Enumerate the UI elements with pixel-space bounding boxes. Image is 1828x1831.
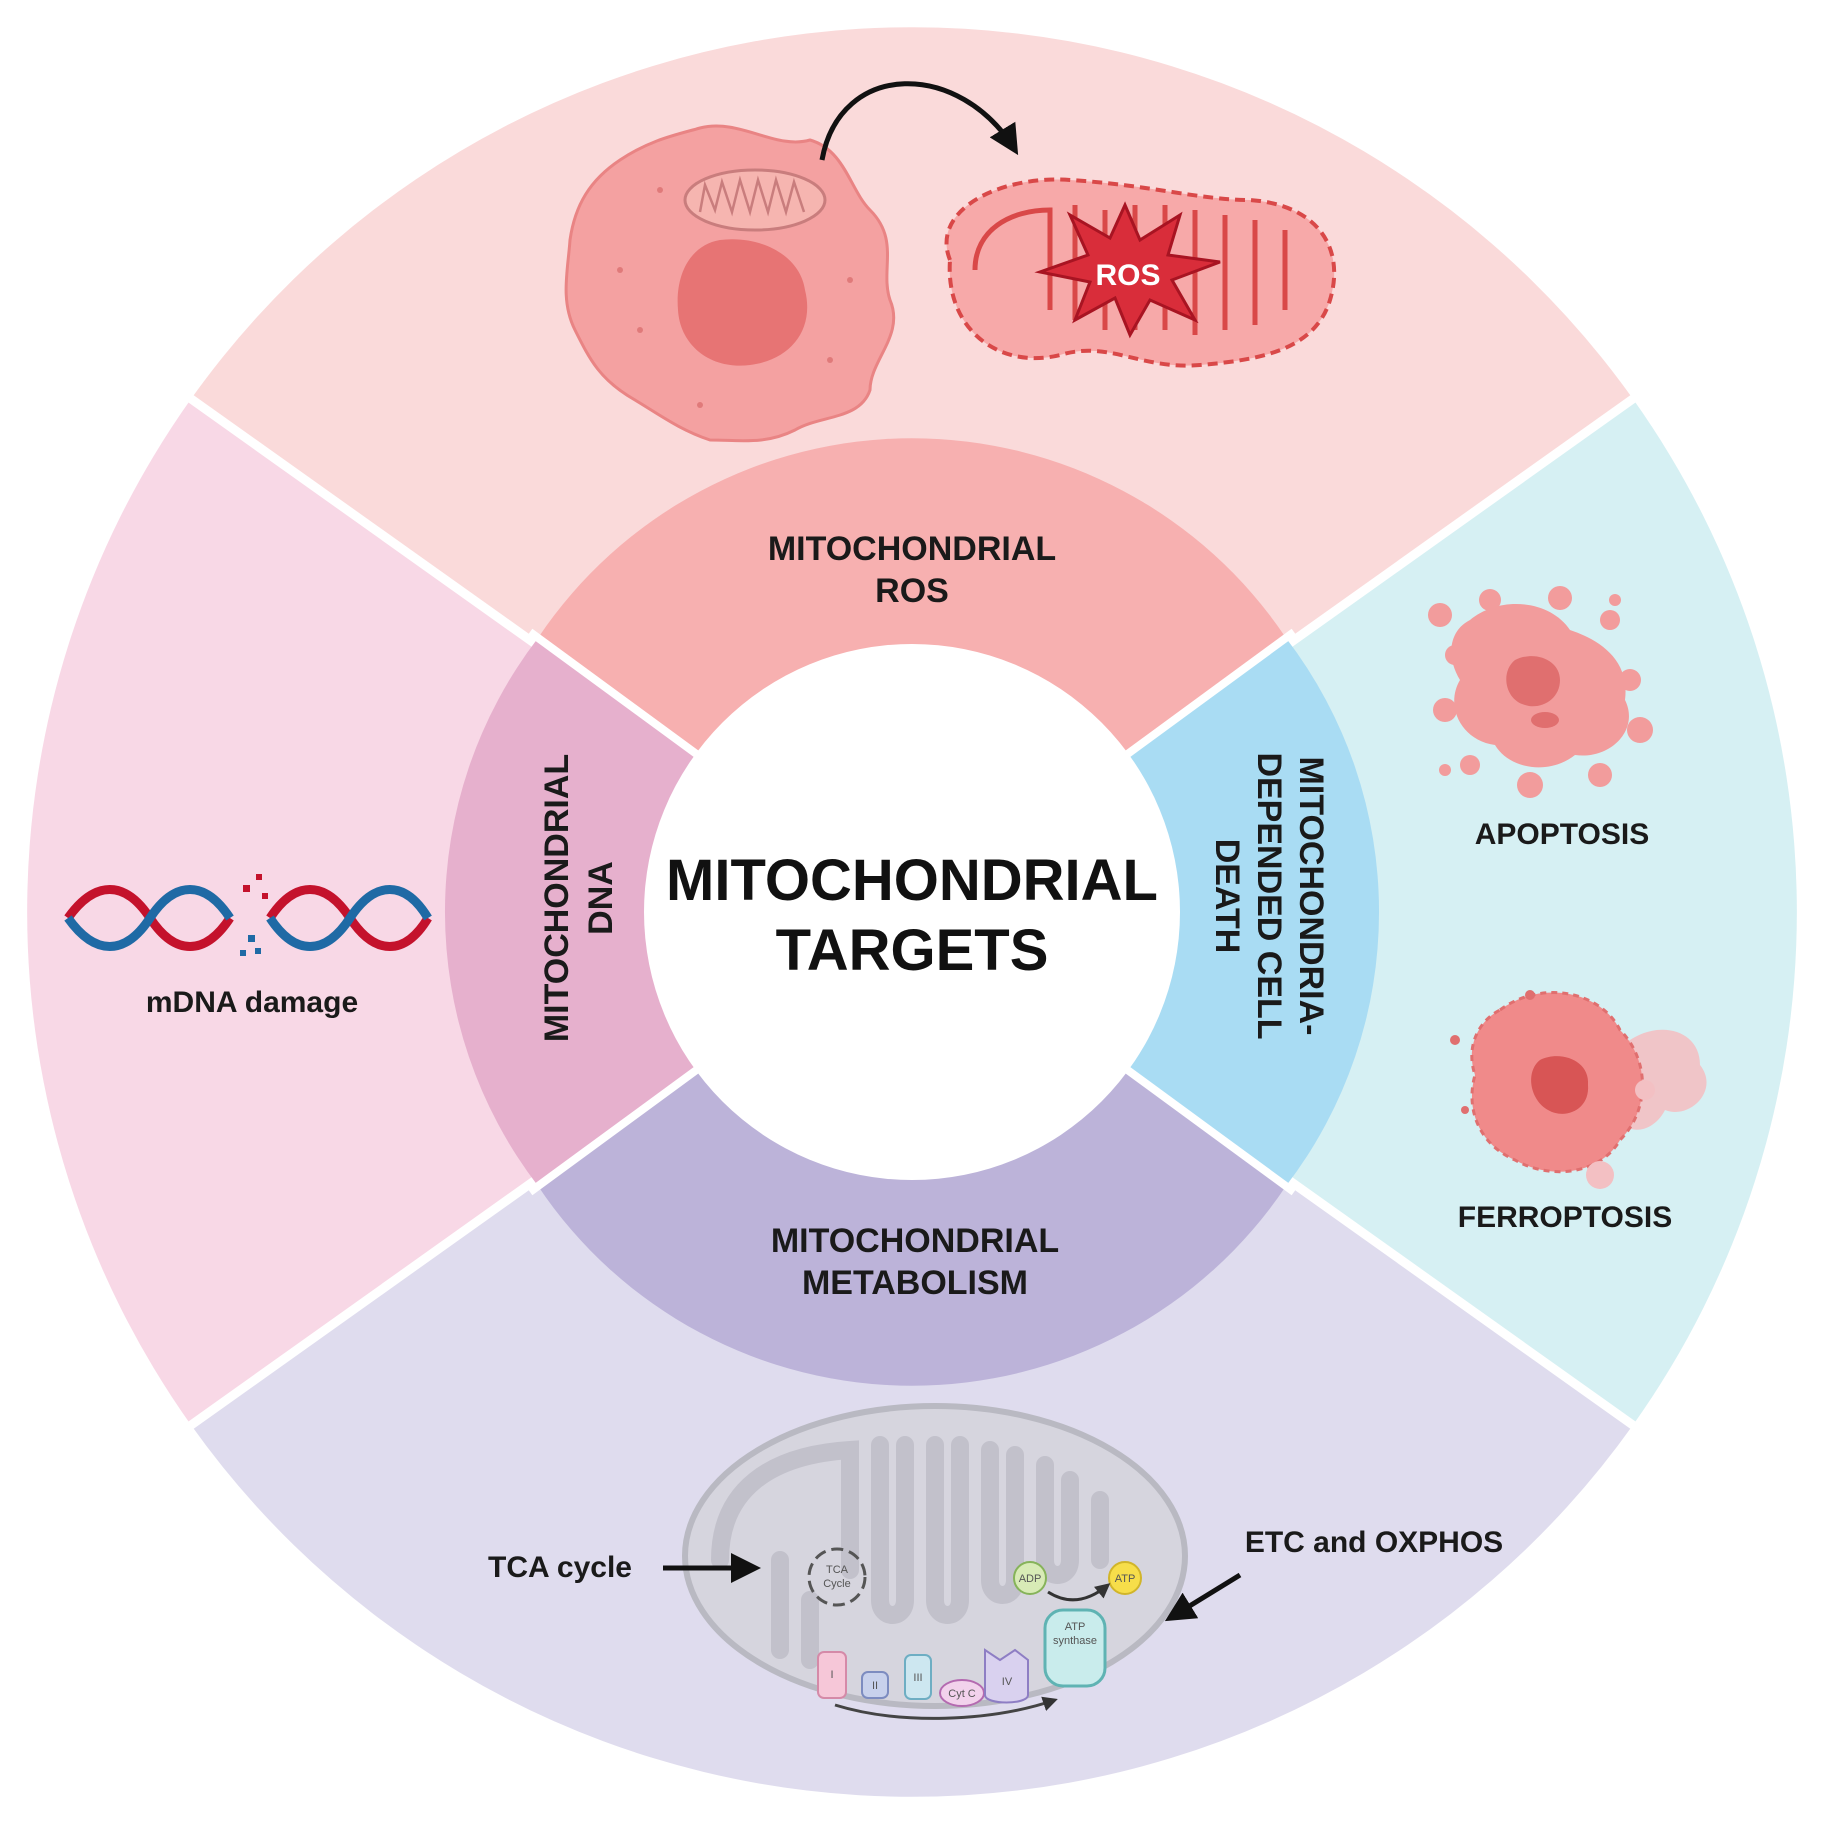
ros-burst-icon xyxy=(1034,201,1221,339)
inner-bottom-label-line1: MITOCHONDRIAL xyxy=(771,1222,1059,1260)
tca-inner-label2: Cycle xyxy=(823,1578,851,1590)
damaged-mitochondrion-icon: ROS xyxy=(944,177,1337,368)
adp-to-atp-arrow xyxy=(1047,1583,1111,1602)
etc-oxphos-label: ETC and OXPHOS xyxy=(1245,1526,1503,1559)
inner-left-label-line2: DNA xyxy=(582,861,620,935)
adp-icon xyxy=(1013,1561,1047,1595)
tca-cycle-icon: TCA Cycle xyxy=(807,1547,867,1607)
etc-oxphos-arrow xyxy=(1164,1572,1242,1622)
cyt-c-label: Cyt C xyxy=(948,1688,976,1700)
complex-ii-icon: II xyxy=(861,1671,889,1699)
inner-right-label-line1: MITOCHONDRIA- xyxy=(1292,757,1330,1036)
apoptosis-label: APOPTOSIS xyxy=(1475,818,1650,851)
ros-arrow xyxy=(819,81,1019,161)
atp-icon xyxy=(1108,1561,1142,1595)
complex-i-icon: I xyxy=(817,1651,847,1699)
ferroptosis-cell-icon xyxy=(1450,990,1707,1189)
inner-bottom-label-line2: METABOLISM xyxy=(802,1264,1028,1302)
complex-ii-label: II xyxy=(872,1680,878,1692)
tca-cycle-label: TCA cycle xyxy=(488,1551,632,1584)
ferroptosis-label: FERROPTOSIS xyxy=(1458,1201,1672,1234)
complex-iii-label: III xyxy=(913,1672,922,1684)
atp-synthase-icon: ATP synthase xyxy=(1043,1608,1107,1688)
atp-label: ATP xyxy=(1115,1573,1136,1585)
metabolism-mitochondrion-icon: TCA Cycle ADP ATP ATP synthase I II III … xyxy=(682,1403,1188,1720)
inner-right-label-line3: DEATH xyxy=(1208,839,1246,954)
inner-left-label: MITOCHONDRIAL DNA xyxy=(538,754,620,1042)
center-title-line2: TARGETS xyxy=(776,918,1049,983)
adp-label: ADP xyxy=(1019,1573,1042,1585)
ros-badge: ROS xyxy=(1095,259,1160,292)
atp-synthase-label2: synthase xyxy=(1053,1635,1097,1647)
inner-right-label-line2: DEPENDED CELL xyxy=(1250,752,1288,1039)
mdna-damage-label: mDNA damage xyxy=(146,986,358,1019)
inner-left-label-line1: MITOCHONDRIAL xyxy=(538,754,576,1042)
electron-flow-arrow xyxy=(834,1696,1058,1720)
center-circle xyxy=(644,644,1180,1180)
center-title-line1: MITOCHONDRIAL xyxy=(666,848,1158,913)
tca-inner-label: TCA xyxy=(826,1564,849,1576)
inner-top-label-line1: MITOCHONDRIAL xyxy=(768,530,1056,568)
complex-i-label: I xyxy=(830,1669,833,1681)
cell-mitochondrion-icon xyxy=(683,168,827,232)
atp-synthase-label1: ATP xyxy=(1065,1621,1086,1633)
inner-top-label-line2: ROS xyxy=(875,572,949,610)
inner-right-label: MITOCHONDRIA- DEPENDED CELL DEATH xyxy=(1208,752,1330,1039)
complex-iv-icon: IV xyxy=(984,1648,1029,1704)
cyt-c-icon: Cyt C xyxy=(939,1679,985,1707)
complex-iv-label: IV xyxy=(1002,1676,1013,1688)
cancer-cell-icon xyxy=(564,124,896,443)
apoptosis-cell-icon xyxy=(1428,586,1653,798)
dna-damage-icon xyxy=(64,874,432,956)
complex-iii-icon: III xyxy=(904,1654,932,1700)
